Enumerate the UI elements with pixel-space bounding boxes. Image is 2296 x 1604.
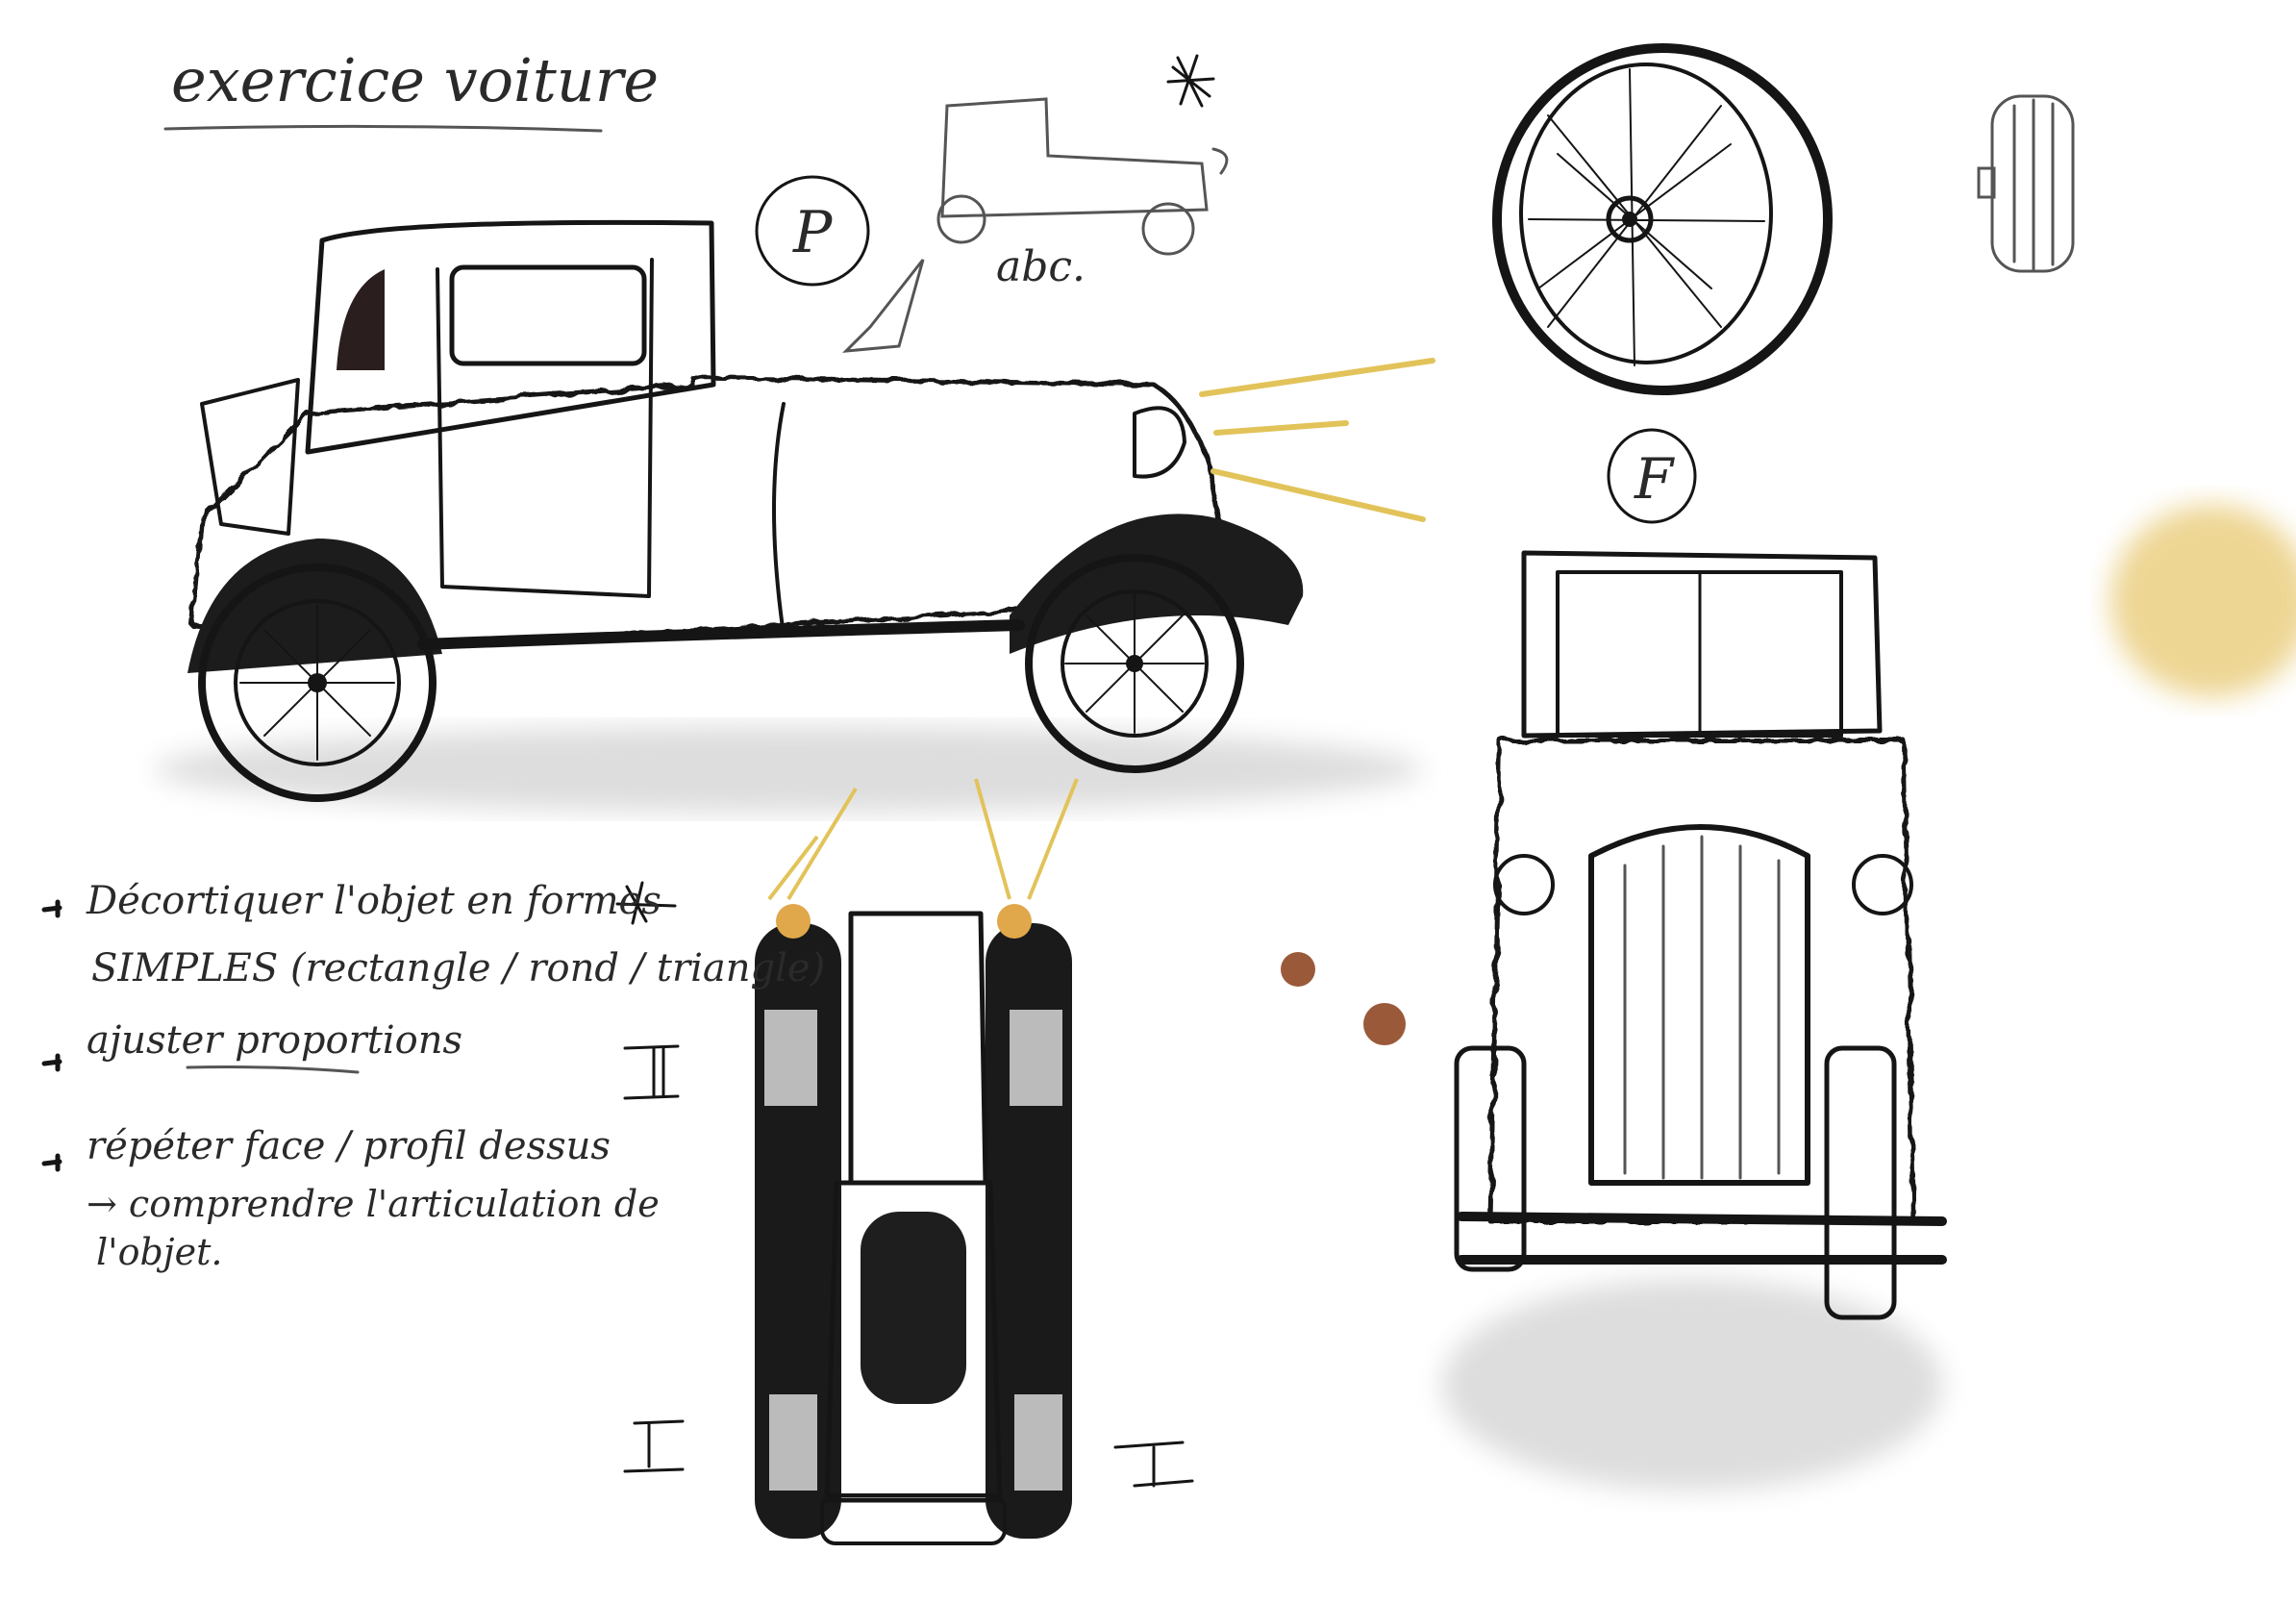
note-text: SIMPLES (rectangle / rond / triangle) [91, 946, 825, 990]
car-top-view [623, 778, 1194, 1545]
face-marker-label: F [1634, 446, 1675, 512]
asterisk-icon [615, 881, 677, 925]
note-text: répéter face / profil dessus [87, 1124, 611, 1168]
rear-wheel [198, 564, 437, 802]
note-text: ajuster proportions [87, 1018, 462, 1063]
face-marker: F [1607, 428, 1697, 524]
sketch-note: abc. [996, 242, 1086, 291]
thumbnail-car-sketch [842, 97, 1229, 353]
front-wheel [1025, 554, 1244, 773]
note-item: ajuster proportions [41, 1018, 462, 1074]
note-item: répéter face / profil dessus → comprendr… [41, 1124, 660, 1273]
page-title: exercice voiture [171, 45, 659, 115]
profile-marker-label: P [792, 199, 834, 266]
color-dot [1363, 1003, 1406, 1045]
ground-shadow [154, 726, 1423, 813]
tyre-side-view [1977, 94, 2075, 273]
note-text: → comprendre l'articulation de [87, 1183, 660, 1225]
note-item: Décortiquer l'objet en formes SIMPLES (r… [41, 879, 825, 990]
asterisk-icon [1166, 54, 1215, 108]
light-beams [1199, 358, 1435, 522]
note-text: Décortiquer l'objet en formes [86, 879, 661, 923]
color-swatch [2110, 505, 2296, 697]
car-profile-view [154, 219, 1435, 813]
color-dot [1281, 952, 1315, 987]
car-front-view [1442, 550, 1947, 1491]
wheel-detail [1492, 43, 1833, 395]
profile-marker: P [755, 175, 870, 287]
note-text: l'objet. [96, 1231, 222, 1273]
title-underline [163, 124, 603, 133]
notes-list: Décortiquer l'objet en formes SIMPLES (r… [41, 879, 825, 1273]
